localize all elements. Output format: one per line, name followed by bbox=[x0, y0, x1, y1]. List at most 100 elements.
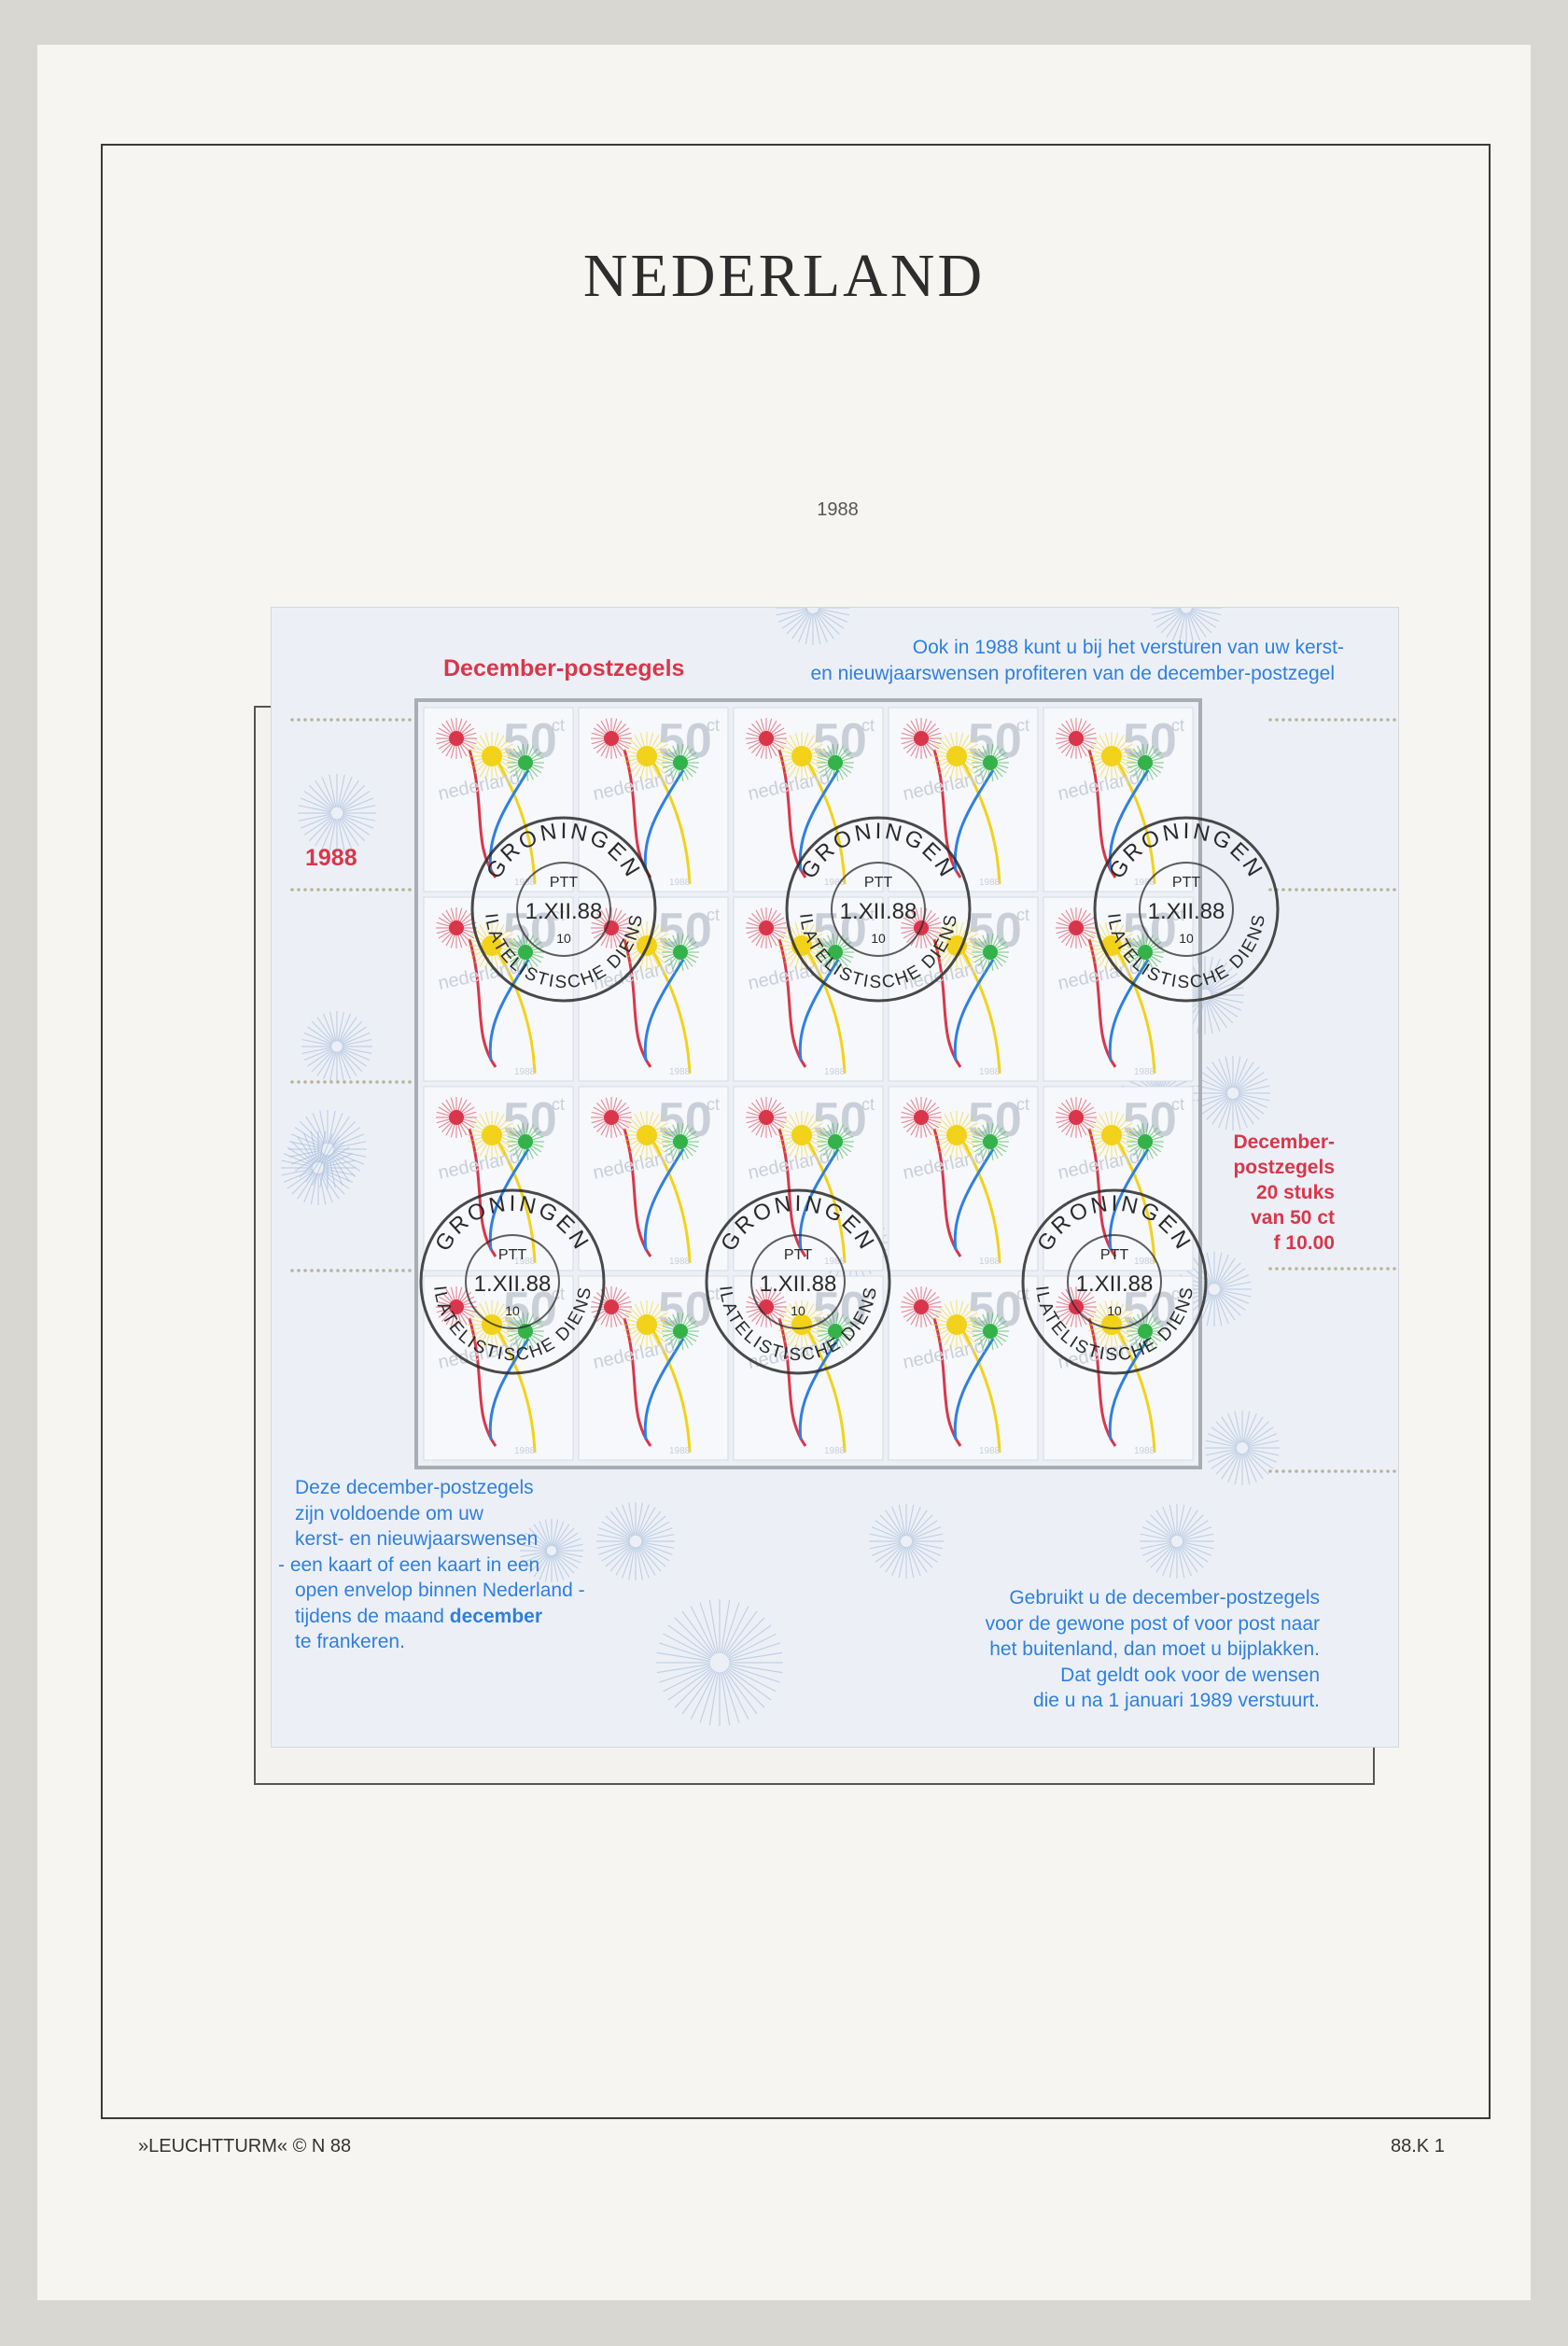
stamp-unit: ct bbox=[1171, 906, 1184, 924]
burst-ray bbox=[922, 913, 936, 927]
burst-ray bbox=[958, 1138, 970, 1157]
burst-ray bbox=[662, 1331, 679, 1338]
burst-ray bbox=[525, 954, 529, 971]
flower-green bbox=[662, 744, 699, 781]
burst-ray bbox=[1233, 1056, 1241, 1089]
burst-ray bbox=[728, 1665, 780, 1683]
burst-ray bbox=[1238, 1094, 1268, 1108]
burst-ray bbox=[987, 1333, 991, 1350]
burst-ray bbox=[640, 1521, 670, 1539]
burst-ray bbox=[1132, 1332, 1144, 1346]
burst-ray bbox=[1218, 1098, 1232, 1129]
burst-ray bbox=[822, 937, 834, 951]
burst-ray bbox=[525, 954, 534, 970]
burst-ray bbox=[802, 732, 809, 753]
burst-ray bbox=[1077, 1308, 1091, 1322]
burst-ray bbox=[1061, 1118, 1075, 1132]
postmark-code: 10 bbox=[505, 1303, 520, 1318]
burst-ray bbox=[959, 948, 974, 963]
burst-ray bbox=[898, 1504, 906, 1537]
burst-ray bbox=[649, 928, 665, 944]
burst-ray bbox=[959, 1136, 978, 1148]
burst-ray bbox=[681, 748, 693, 762]
burst-ray bbox=[647, 1328, 654, 1349]
perforation-dot bbox=[401, 718, 405, 722]
burst-ray bbox=[1146, 953, 1158, 967]
burst-ray bbox=[923, 1308, 940, 1318]
burst-ray bbox=[1079, 1117, 1097, 1124]
burst-ray bbox=[958, 1303, 970, 1322]
burst-ray bbox=[949, 732, 957, 753]
burst-ray bbox=[650, 1325, 671, 1332]
burst-ray bbox=[804, 928, 819, 944]
burst-ray bbox=[786, 611, 810, 635]
side-line: postzegels bbox=[1233, 1157, 1335, 1178]
burst-ray bbox=[527, 1332, 542, 1342]
burst-ray bbox=[959, 1317, 981, 1325]
burst-ray bbox=[331, 1153, 357, 1178]
burst-ray bbox=[769, 1117, 787, 1124]
perforation-dot bbox=[336, 888, 340, 892]
burst-ray bbox=[837, 1143, 852, 1153]
burst-ray bbox=[681, 1316, 693, 1330]
burst-ray bbox=[436, 928, 454, 934]
perforation-dot bbox=[290, 718, 294, 722]
burst-ray bbox=[615, 1546, 634, 1576]
burst-ray bbox=[441, 913, 455, 927]
burst-ray bbox=[470, 757, 489, 769]
burst-ray bbox=[1180, 1544, 1204, 1568]
burst-ray bbox=[973, 953, 988, 963]
burst-ray bbox=[987, 1313, 991, 1329]
burst-ray bbox=[636, 1502, 643, 1536]
burst-ray bbox=[1114, 947, 1133, 959]
postmark-outer-ring bbox=[470, 816, 657, 1003]
burst-ray bbox=[822, 764, 834, 778]
burst-ray bbox=[1087, 1325, 1109, 1332]
burst-ray bbox=[1189, 611, 1212, 634]
burst-ray bbox=[311, 1049, 334, 1073]
burst-ray bbox=[457, 913, 471, 927]
streamer-yellow bbox=[805, 1139, 847, 1264]
perforation-dot bbox=[1308, 718, 1311, 722]
burst-ray bbox=[308, 817, 333, 842]
sheet-intro-line2: en nieuwjaarswensen profiteren van de de… bbox=[810, 663, 1335, 684]
burst-ray bbox=[596, 1534, 630, 1541]
burst-ray bbox=[972, 946, 988, 952]
burst-ray bbox=[637, 1507, 656, 1537]
burst-ray bbox=[1077, 720, 1087, 737]
burst-ray bbox=[959, 758, 974, 774]
burst-ray bbox=[837, 941, 852, 951]
burst-ray bbox=[517, 1124, 525, 1140]
burst-ray bbox=[990, 1144, 999, 1159]
burst-ray bbox=[659, 1642, 711, 1661]
burst-ray bbox=[751, 913, 765, 927]
burst-ray bbox=[977, 937, 989, 951]
burst-ray bbox=[629, 738, 645, 754]
burst-ray bbox=[1205, 1448, 1238, 1456]
postmark-inner-ring bbox=[1067, 1234, 1162, 1329]
burst-ray bbox=[987, 954, 991, 971]
streamer-yellow bbox=[496, 1328, 537, 1454]
burst-ray bbox=[766, 931, 773, 948]
burst-ray bbox=[1104, 1111, 1112, 1132]
burst-ray bbox=[944, 924, 956, 943]
burst-ray bbox=[323, 1153, 354, 1167]
burst-ray bbox=[591, 921, 609, 928]
postmark-inner-ring bbox=[516, 862, 611, 957]
burst-ray bbox=[318, 1131, 327, 1163]
burst-ray bbox=[789, 1138, 801, 1157]
burst-ray bbox=[648, 759, 660, 778]
burst-ray bbox=[1215, 1294, 1229, 1325]
burst-ray bbox=[495, 749, 516, 756]
burst-ray bbox=[288, 1141, 322, 1149]
footer-publisher: »LEUCHTTURM« © N 88 bbox=[138, 2136, 352, 2156]
stamp-unit: ct bbox=[861, 716, 875, 735]
burst-ray bbox=[457, 1292, 471, 1306]
burst-ray bbox=[935, 947, 954, 959]
burst-ray bbox=[1147, 756, 1164, 763]
burst-ray bbox=[450, 741, 456, 759]
burst-ray bbox=[459, 738, 477, 745]
burst-ray bbox=[611, 907, 618, 925]
burst-ray bbox=[907, 1506, 921, 1537]
burst-ray bbox=[459, 928, 477, 934]
